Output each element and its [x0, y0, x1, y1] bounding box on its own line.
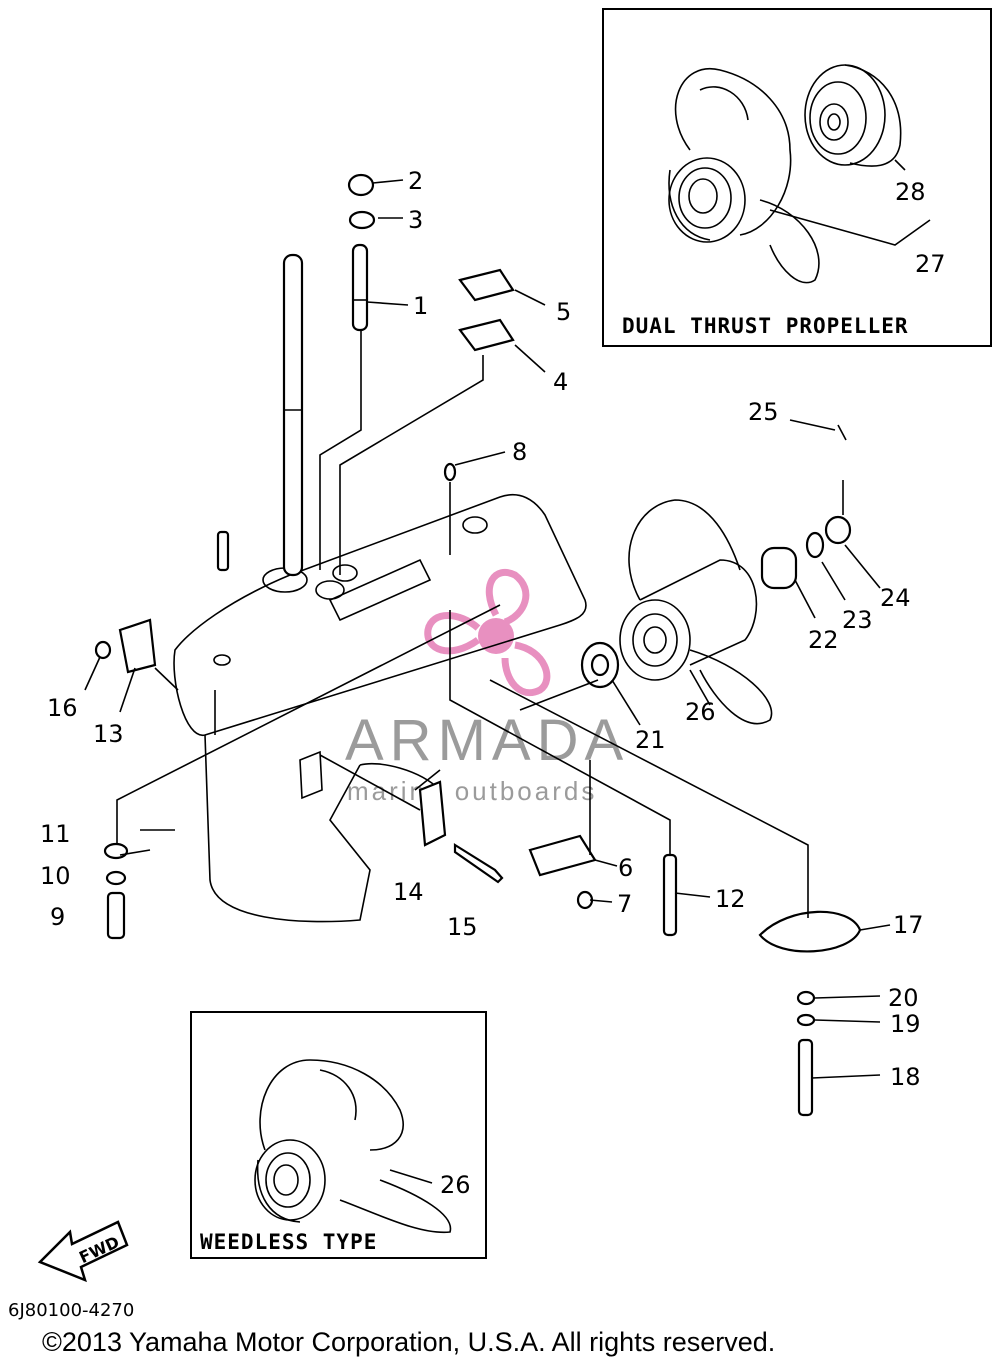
thrust-hub-drawing — [804, 64, 902, 167]
callout-7: 7 — [617, 890, 632, 918]
callout-1: 1 — [413, 292, 428, 320]
callout-27: 27 — [915, 250, 946, 278]
copyright-notice: ©2013 Yamaha Motor Corporation, U.S.A. A… — [42, 1327, 775, 1357]
watermark-title: ARMADA — [345, 708, 629, 773]
callout-20: 20 — [888, 984, 919, 1012]
armada-watermark: ARMADA marine outboards — [345, 568, 629, 806]
callout-5: 5 — [556, 298, 571, 326]
callout-26: 26 — [685, 698, 716, 726]
callout-10: 10 — [40, 862, 71, 890]
weedless-inset: 26 WEEDLESS TYPE — [190, 1011, 487, 1259]
callout-22: 22 — [808, 626, 839, 654]
callout-14: 14 — [393, 878, 424, 906]
callout-21: 21 — [635, 726, 666, 754]
callout-6: 6 — [618, 854, 633, 882]
watermark-subtitle: marine outboards — [347, 776, 597, 806]
fwd-arrow-icon: FWD — [37, 1220, 129, 1283]
dual-thrust-label: DUAL THRUST PROPELLER — [622, 314, 909, 338]
callout-26-weedless: 26 — [440, 1171, 471, 1199]
leader-lines — [84, 179, 891, 1079]
callout-15: 15 — [447, 913, 478, 941]
lower-unit-housing-drawing — [173, 493, 587, 923]
callout-13: 13 — [93, 720, 124, 748]
callout-8: 8 — [512, 438, 527, 466]
callout-9: 9 — [50, 903, 65, 931]
armada-logo-icon — [424, 568, 551, 697]
callout-11: 11 — [40, 820, 71, 848]
callout-3: 3 — [408, 206, 423, 234]
main-propeller-drawing — [619, 499, 773, 725]
callout-12: 12 — [715, 885, 746, 913]
callout-25: 25 — [748, 398, 779, 426]
callout-4: 4 — [553, 368, 568, 396]
callout-24: 24 — [880, 584, 911, 612]
callout-2: 2 — [408, 167, 423, 195]
part-code: 6J80100-4270 — [8, 1300, 134, 1321]
callout-19: 19 — [890, 1010, 921, 1038]
dual-thrust-inset: 28 27 DUAL THRUST PROPELLER — [602, 8, 992, 347]
callout-23: 23 — [842, 606, 873, 634]
callout-17: 17 — [893, 911, 924, 939]
callout-28: 28 — [895, 178, 926, 206]
dual-thrust-propeller-drawing — [668, 67, 820, 284]
shaft-parts-drawing — [94, 173, 862, 1117]
weedless-propeller-drawing — [254, 1059, 452, 1234]
callout-18: 18 — [890, 1063, 921, 1091]
callout-numbers: 2 3 1 5 4 8 25 24 23 22 26 21 16 13 11 1… — [40, 167, 924, 1091]
callout-16: 16 — [47, 694, 78, 722]
weedless-label: WEEDLESS TYPE — [200, 1230, 377, 1254]
